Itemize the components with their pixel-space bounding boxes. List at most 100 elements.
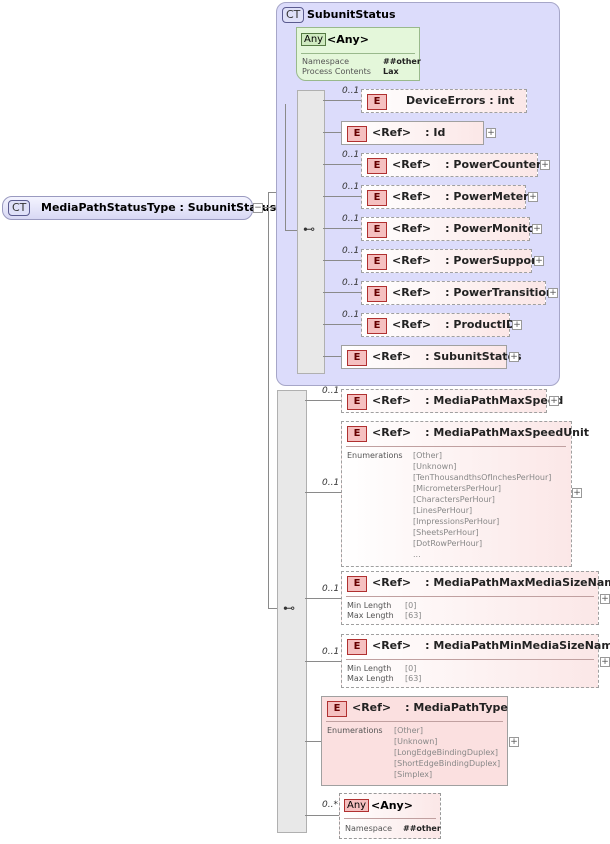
connector — [305, 598, 341, 599]
multiplicity: 0..1 — [342, 182, 360, 192]
multiplicity: 0..* — [322, 800, 338, 810]
element-subunitstates[interactable]: E <Ref>: SubunitStates — [341, 345, 522, 369]
element-label: <Ref>: PowerMeters — [392, 190, 536, 203]
multiplicity: 0..1 — [342, 246, 360, 256]
element-powermonitor[interactable]: E<Ref>: PowerMonitor — [361, 217, 540, 241]
min-length-key: Min Length — [347, 601, 392, 610]
element-productid[interactable]: E<Ref>: ProductID — [361, 313, 515, 337]
element-icon: E — [347, 350, 367, 366]
expand-toggle[interactable]: + — [549, 396, 559, 406]
separator — [301, 53, 415, 54]
multiplicity: 0..1 — [342, 86, 360, 96]
element-mediapathtype[interactable]: E <Ref>: MediaPathType Enumerations [Oth… — [321, 696, 508, 786]
sequence-icon: ⊷ — [283, 601, 295, 615]
connector — [305, 741, 321, 742]
connector — [323, 324, 361, 325]
multiplicity: 0..1 — [322, 386, 340, 396]
enumeration-value: [MicrometersPerHour] — [413, 484, 502, 493]
expand-toggle[interactable]: + — [486, 128, 496, 138]
enumeration-value: ... — [413, 550, 421, 559]
element-mediapathminmediasizename[interactable]: E <Ref>: MediaPathMinMediaSizeName Min L… — [341, 634, 610, 688]
expand-toggle[interactable]: + — [600, 594, 610, 604]
sequence-compositor — [277, 390, 307, 833]
element-mediapathmaxspeedunit[interactable]: E <Ref>: MediaPathMaxSpeedUnit Enumerati… — [341, 421, 589, 567]
expand-toggle[interactable]: + — [548, 288, 558, 298]
connector — [268, 608, 278, 609]
expand-toggle[interactable]: + — [600, 657, 610, 667]
separator — [346, 659, 594, 660]
element-powercounters[interactable]: E<Ref>: PowerCounters — [361, 153, 548, 177]
max-length-value: [63] — [405, 611, 422, 620]
multiplicity: 0..1 — [322, 584, 340, 594]
element-icon: E — [347, 426, 367, 442]
multiplicity: 0..1 — [322, 647, 340, 657]
multiplicity: 0..1 — [342, 278, 360, 288]
separator — [346, 446, 566, 447]
expand-toggle[interactable]: + — [572, 488, 582, 498]
element-icon: E — [347, 639, 367, 655]
complex-type-icon: CT — [282, 7, 305, 23]
element-label: <Ref>: MediaPathType — [352, 701, 508, 714]
min-length-value: [0] — [405, 664, 417, 673]
any-label: <Any> — [327, 33, 369, 46]
expand-toggle[interactable]: + — [509, 352, 519, 362]
enumeration-values: [Other][Unknown][LongEdgeBindingDuplex][… — [394, 725, 500, 780]
element-id[interactable]: E<Ref>: Id — [341, 121, 484, 145]
element-label: <Ref>: MediaPathMaxSpeedUnit — [372, 426, 589, 439]
element-deviceerrorsint[interactable]: E DeviceErrors : int — [361, 89, 527, 113]
min-length-value: [0] — [405, 601, 417, 610]
element-label: <Ref>: SubunitStates — [372, 350, 522, 363]
any-element-top[interactable]: Any <Any> Namespace ##other Process Cont… — [296, 27, 421, 81]
connector — [323, 260, 361, 261]
expand-toggle[interactable]: + — [532, 224, 542, 234]
multiplicity: 0..1 — [322, 478, 340, 488]
sequence-icon: ⊷ — [303, 222, 315, 236]
root-type-label: MediaPathStatusType : SubunitStatus — [41, 201, 277, 214]
enumeration-values: [Other][Unknown][TenThousandthsOfInchesP… — [413, 450, 551, 560]
connector — [323, 292, 361, 293]
connector — [268, 192, 277, 193]
connector — [323, 100, 361, 101]
element-icon: E — [367, 94, 387, 110]
multiplicity: 0..1 — [342, 214, 360, 224]
enumeration-value: [TenThousandthsOfInchesPerHour] — [413, 473, 552, 482]
element-label: <Ref>: Id — [372, 126, 446, 139]
multiplicity: 0..1 — [342, 310, 360, 320]
expand-toggle[interactable]: + — [534, 256, 544, 266]
element-icon: E — [367, 254, 387, 270]
expand-toggle[interactable]: + — [540, 160, 550, 170]
enumeration-value: [ImpressionsPerHour] — [413, 517, 500, 526]
element-label: DeviceErrors : int — [406, 94, 515, 107]
element-powertransition[interactable]: E<Ref>: PowerTransition — [361, 281, 554, 305]
connector — [305, 661, 341, 662]
element-mediapathmaxspeed[interactable]: E <Ref>: MediaPathMaxSpeed — [341, 389, 563, 413]
element-label: <Ref>: MediaPathMaxSpeed — [372, 394, 564, 407]
element-icon: E — [367, 222, 387, 238]
element-powersupport[interactable]: E<Ref>: PowerSupport — [361, 249, 542, 273]
separator — [344, 818, 436, 819]
expand-toggle[interactable]: + — [528, 192, 538, 202]
separator — [346, 596, 594, 597]
process-contents-value: Lax — [383, 67, 399, 76]
expand-toggle[interactable]: + — [512, 320, 522, 330]
connector — [323, 164, 361, 165]
connector — [263, 207, 277, 208]
max-length-key: Max Length — [347, 674, 394, 683]
namespace-key: Namespace — [302, 57, 350, 66]
connector — [285, 104, 286, 231]
collapse-toggle[interactable]: − — [253, 203, 263, 213]
element-mediapathmaxmediasizename[interactable]: E <Ref>: MediaPathMaxMediaSizeName Min L… — [341, 571, 610, 625]
expand-toggle[interactable]: + — [509, 737, 519, 747]
element-powermeters[interactable]: E<Ref>: PowerMeters — [361, 185, 535, 209]
any-element-bottom[interactable]: Any <Any> Namespace ##other — [339, 793, 441, 839]
enumeration-value: [ShortEdgeBindingDuplex] — [394, 759, 501, 768]
element-icon: E — [347, 394, 367, 410]
process-contents-key: Process Contents — [302, 67, 371, 76]
enumeration-value: [CharactersPerHour] — [413, 495, 495, 504]
connector — [305, 815, 339, 816]
connector — [268, 192, 269, 609]
element-label: <Ref>: PowerTransition — [392, 286, 554, 299]
root-type-node[interactable]: CT MediaPathStatusType : SubunitStatus — [2, 196, 276, 220]
namespace-key: Namespace — [345, 824, 393, 833]
